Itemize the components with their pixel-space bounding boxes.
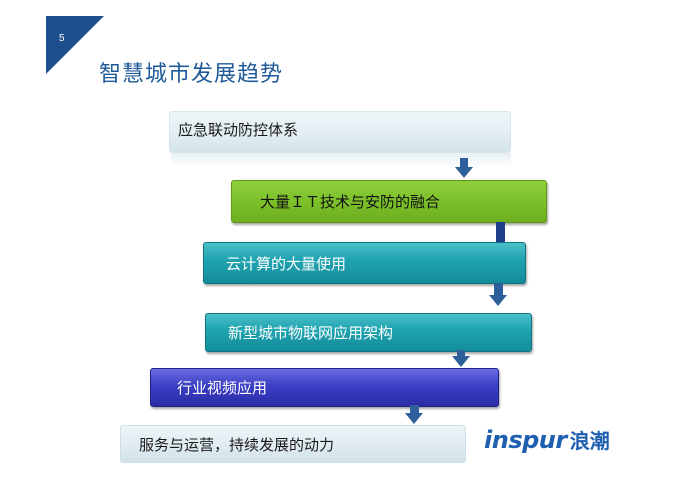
connector-bar <box>496 222 505 244</box>
step-iot-architecture: 新型城市物联网应用架构 <box>205 313 532 352</box>
step-cloud-computing: 云计算的大量使用 <box>203 242 526 284</box>
arrow-down-icon <box>489 295 507 306</box>
inspur-logo: inspur 浪潮 <box>484 425 610 454</box>
page-number: 5 <box>59 33 65 44</box>
slide-title: 智慧城市发展趋势 <box>99 62 284 87</box>
arrow-down-icon <box>455 167 473 178</box>
logo-wordmark-en: inspur <box>484 425 567 454</box>
corner-triangle-decoration <box>46 16 104 74</box>
arrow-stem <box>457 350 465 358</box>
logo-wordmark-cn: 浪潮 <box>569 429 610 453</box>
step-emergency-linkage: 应急联动防控体系 <box>169 111 511 153</box>
step-reflection <box>171 153 511 167</box>
step-industry-video: 行业视频应用 <box>150 368 499 407</box>
arrow-stem <box>460 158 468 168</box>
arrow-down-icon <box>405 413 423 424</box>
arrow-stem <box>410 405 419 415</box>
step-service-operation: 服务与运营，持续发展的动力 <box>120 425 466 463</box>
arrow-down-icon <box>452 356 470 367</box>
step-it-security-fusion: 大量ＩＴ技术与安防的融合 <box>231 180 547 223</box>
arrow-stem <box>494 283 503 296</box>
